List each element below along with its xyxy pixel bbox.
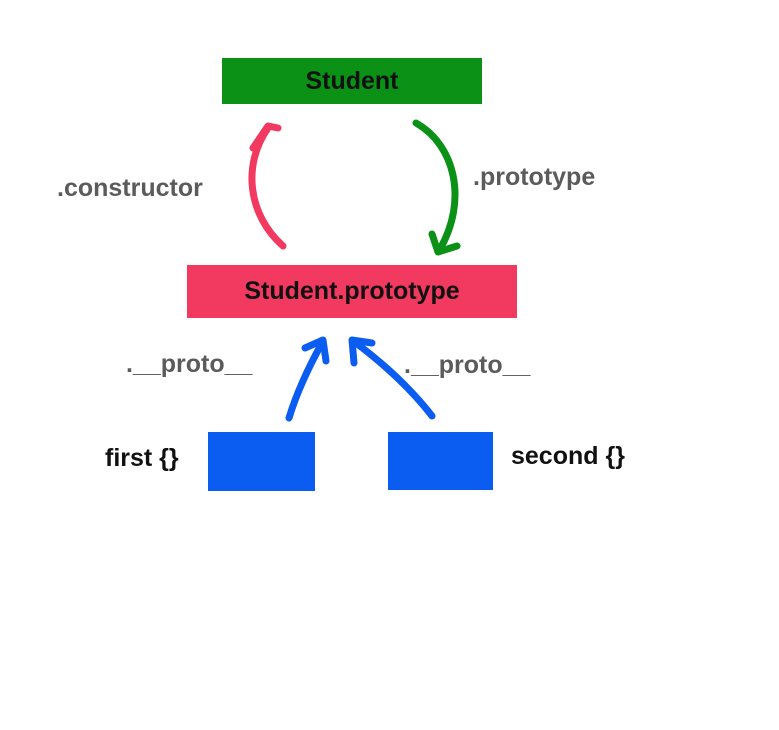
first-object-label: first {}	[105, 444, 179, 472]
proto-first-edge-label: .__proto__	[126, 350, 253, 378]
proto-first-arrow	[285, 336, 330, 422]
second-object-node	[388, 432, 493, 490]
proto-second-arrow-head	[348, 336, 376, 367]
constructor-arrow	[248, 122, 287, 250]
second-object-label: second {}	[511, 442, 625, 470]
prototype-arrow-head	[428, 230, 461, 256]
proto-first-arrow-shaft	[285, 339, 326, 422]
student-node: Student	[222, 58, 482, 104]
student-prototype-node: Student.prototype	[187, 265, 517, 318]
constructor-edge-label: .constructor	[57, 174, 203, 202]
first-object-node	[208, 432, 315, 491]
prototype-arrow	[412, 119, 461, 256]
prototype-edge-label: .prototype	[473, 163, 596, 191]
constructor-arrow-shaft	[248, 124, 287, 250]
student-prototype-node-label: Student.prototype	[244, 277, 460, 305]
prototype-arrow-shaft	[412, 119, 459, 253]
constructor-arrow-head	[249, 122, 282, 152]
proto-second-edge-label: .__proto__	[404, 351, 531, 379]
student-node-label: Student	[305, 66, 399, 95]
proto-first-arrow-head	[301, 336, 330, 365]
